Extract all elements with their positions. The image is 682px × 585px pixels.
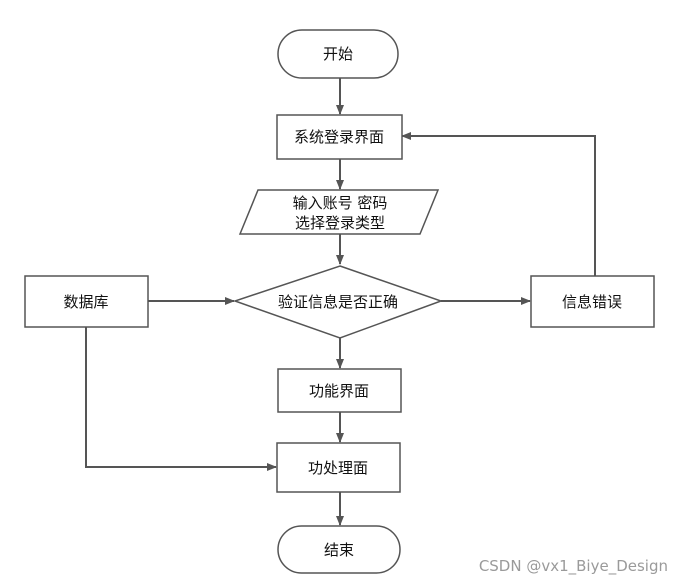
start-label: 开始 [323, 45, 353, 63]
database-node: 数据库 [24, 275, 149, 328]
input-node: 输入账号 密码 选择登录类型 [238, 189, 440, 235]
database-label: 数据库 [63, 293, 108, 311]
login-screen-label: 系统登录界面 [294, 128, 384, 146]
error-label: 信息错误 [562, 293, 622, 311]
watermark: CSDN @vx1_Biye_Design [478, 557, 668, 575]
end-label: 结束 [324, 541, 354, 559]
function-screen-label: 功能界面 [309, 382, 369, 400]
edge-database-to-process [85, 327, 277, 471]
input-label-line1: 输入账号 密码 [293, 194, 388, 212]
function-screen-node: 功能界面 [277, 368, 402, 413]
input-label-line2: 选择登录类型 [295, 214, 385, 232]
process-screen-label: 功处理面 [308, 459, 368, 477]
verify-decision-node: 验证信息是否正确 [232, 265, 444, 339]
verify-label: 验证信息是否正确 [278, 293, 398, 311]
error-node: 信息错误 [530, 275, 655, 328]
start-node: 开始 [277, 29, 399, 79]
process-screen-node: 功处理面 [276, 442, 401, 493]
edge-error-to-login [401, 132, 596, 276]
end-node: 结束 [277, 525, 401, 574]
login-screen-node: 系统登录界面 [276, 114, 403, 160]
